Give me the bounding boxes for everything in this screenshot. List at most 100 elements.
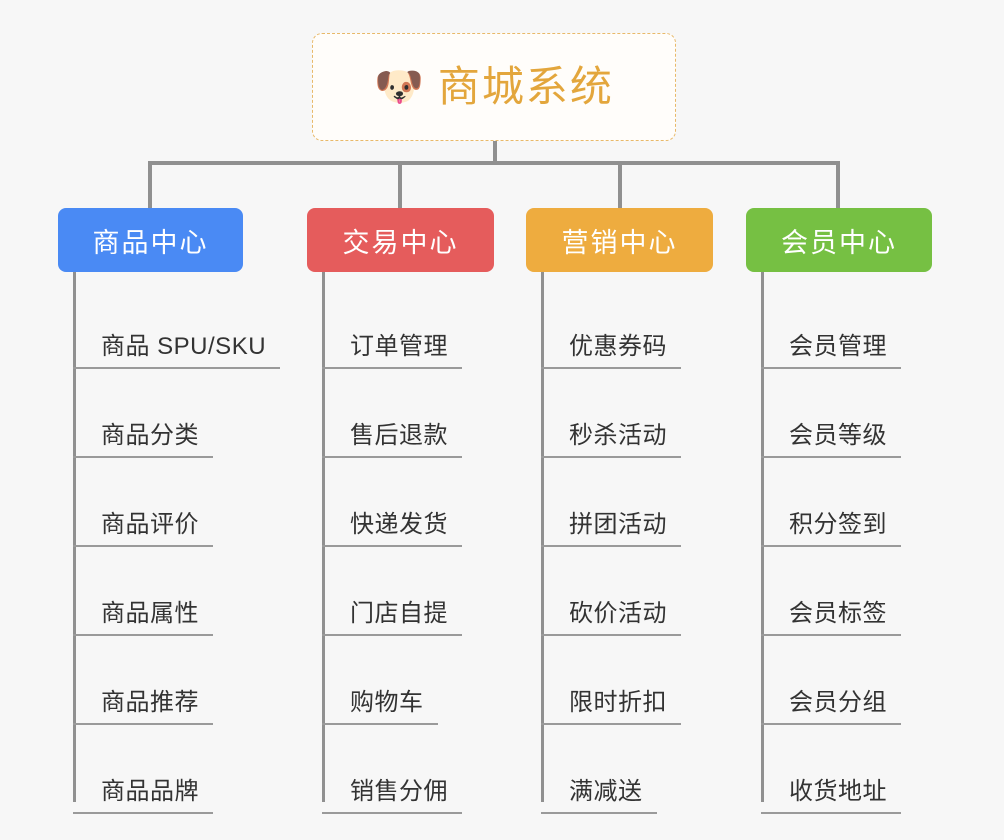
leaf-underline: [761, 812, 901, 814]
leaf-label: 砍价活动: [569, 600, 667, 627]
list-item[interactable]: 会员等级: [746, 369, 932, 458]
leaf-underline: [322, 367, 462, 369]
leaf-trunk-line: [73, 272, 76, 802]
list-item[interactable]: 销售分佣: [307, 725, 494, 814]
branch-header-product-center[interactable]: 商品中心: [58, 208, 243, 272]
leaf-label: 商品品牌: [101, 778, 199, 805]
leaf-list-marketing-center: 优惠券码 秒杀活动 拼团活动 砍价活动 限时折扣 满减送: [526, 272, 713, 814]
leaf-underline: [761, 367, 901, 369]
branch-product-center: 商品中心 商品 SPU/SKU 商品分类 商品评价 商品属性 商品推荐: [58, 208, 280, 814]
connector-root-stem: [493, 141, 497, 165]
leaf-label: 会员管理: [789, 333, 887, 360]
leaf-label: 商品评价: [101, 511, 199, 538]
leaf-label: 销售分佣: [350, 778, 448, 805]
list-item[interactable]: 商品分类: [58, 369, 266, 458]
list-item[interactable]: 快递发货: [307, 458, 494, 547]
leaf-underline: [322, 812, 462, 814]
leaf-underline: [761, 634, 901, 636]
leaf-underline: [761, 723, 901, 725]
leaf-trunk-line: [541, 272, 544, 802]
leaf-underline: [73, 634, 213, 636]
leaf-list-member-center: 会员管理 会员等级 积分签到 会员标签 会员分组 收货地址: [746, 272, 932, 814]
leaf-label: 购物车: [350, 689, 424, 716]
leaf-label: 商品 SPU/SKU: [101, 333, 267, 360]
list-item[interactable]: 优惠券码: [526, 280, 713, 369]
list-item[interactable]: 订单管理: [307, 280, 494, 369]
leaf-trunk-line: [322, 272, 325, 802]
leaf-label: 限时折扣: [569, 689, 667, 716]
leaf-underline: [541, 812, 657, 814]
leaf-underline: [541, 634, 681, 636]
branch-header-label: 营销中心: [561, 227, 678, 258]
leaf-label: 商品推荐: [101, 689, 199, 716]
list-item[interactable]: 商品评价: [58, 458, 266, 547]
connector-horizontal-bus: [148, 161, 840, 165]
branch-member-center: 会员中心 会员管理 会员等级 积分签到 会员标签 会员分组: [746, 208, 932, 814]
leaf-label: 会员分组: [789, 689, 887, 716]
branch-header-marketing-center[interactable]: 营销中心: [526, 208, 713, 272]
branch-trade-center: 交易中心 订单管理 售后退款 快递发货 门店自提 购物车: [307, 208, 494, 814]
connector-drop-2: [398, 161, 402, 209]
leaf-label: 会员等级: [789, 422, 887, 449]
list-item[interactable]: 门店自提: [307, 547, 494, 636]
leaf-underline: [73, 456, 213, 458]
list-item[interactable]: 会员管理: [746, 280, 932, 369]
list-item[interactable]: 购物车: [307, 636, 494, 725]
leaf-label: 满减送: [569, 778, 643, 805]
list-item[interactable]: 满减送: [526, 725, 713, 814]
leaf-underline: [541, 723, 681, 725]
leaf-list-trade-center: 订单管理 售后退款 快递发货 门店自提 购物车 销售分佣: [307, 272, 494, 814]
list-item[interactable]: 商品 SPU/SKU: [58, 280, 280, 369]
leaf-underline: [322, 456, 462, 458]
leaf-underline: [541, 456, 681, 458]
leaf-label: 订单管理: [350, 333, 448, 360]
leaf-underline: [322, 634, 462, 636]
leaf-label: 拼团活动: [569, 511, 667, 538]
root-title: 商城系统: [437, 63, 614, 110]
leaf-list-product-center: 商品 SPU/SKU 商品分类 商品评价 商品属性 商品推荐 商品品牌: [58, 272, 280, 814]
leaf-underline: [322, 723, 438, 725]
leaf-label: 售后退款: [350, 422, 448, 449]
leaf-trunk-line: [761, 272, 764, 802]
leaf-label: 商品属性: [101, 600, 199, 627]
root-node[interactable]: 🐶 商城系统: [312, 33, 676, 141]
leaf-underline: [761, 456, 901, 458]
leaf-label: 收货地址: [789, 778, 887, 805]
list-item[interactable]: 收货地址: [746, 725, 932, 814]
leaf-underline: [761, 545, 901, 547]
connector-drop-1: [148, 161, 152, 209]
branch-header-trade-center[interactable]: 交易中心: [307, 208, 494, 272]
leaf-underline: [73, 723, 213, 725]
list-item[interactable]: 拼团活动: [526, 458, 713, 547]
branch-header-member-center[interactable]: 会员中心: [746, 208, 932, 272]
leaf-label: 秒杀活动: [569, 422, 667, 449]
leaf-underline: [73, 812, 213, 814]
connector-drop-3: [618, 161, 622, 209]
leaf-label: 门店自提: [350, 600, 448, 627]
leaf-label: 会员标签: [789, 600, 887, 627]
leaf-underline: [322, 545, 462, 547]
dog-face-emoji: 🐶: [374, 65, 424, 109]
leaf-label: 优惠券码: [569, 333, 667, 360]
leaf-underline: [73, 545, 213, 547]
leaf-underline: [73, 367, 280, 369]
list-item[interactable]: 砍价活动: [526, 547, 713, 636]
leaf-underline: [541, 545, 681, 547]
leaf-label: 快递发货: [350, 511, 448, 538]
list-item[interactable]: 会员标签: [746, 547, 932, 636]
list-item[interactable]: 限时折扣: [526, 636, 713, 725]
branch-marketing-center: 营销中心 优惠券码 秒杀活动 拼团活动 砍价活动 限时折扣: [526, 208, 713, 814]
list-item[interactable]: 商品属性: [58, 547, 266, 636]
branch-header-label: 交易中心: [342, 227, 459, 258]
list-item[interactable]: 秒杀活动: [526, 369, 713, 458]
list-item[interactable]: 商品品牌: [58, 725, 266, 814]
branch-header-label: 商品中心: [92, 227, 209, 258]
connector-drop-4: [836, 161, 840, 209]
branch-header-label: 会员中心: [781, 227, 897, 258]
list-item[interactable]: 售后退款: [307, 369, 494, 458]
list-item[interactable]: 积分签到: [746, 458, 932, 547]
list-item[interactable]: 会员分组: [746, 636, 932, 725]
list-item[interactable]: 商品推荐: [58, 636, 266, 725]
leaf-label: 商品分类: [101, 422, 199, 449]
leaf-underline: [541, 367, 681, 369]
